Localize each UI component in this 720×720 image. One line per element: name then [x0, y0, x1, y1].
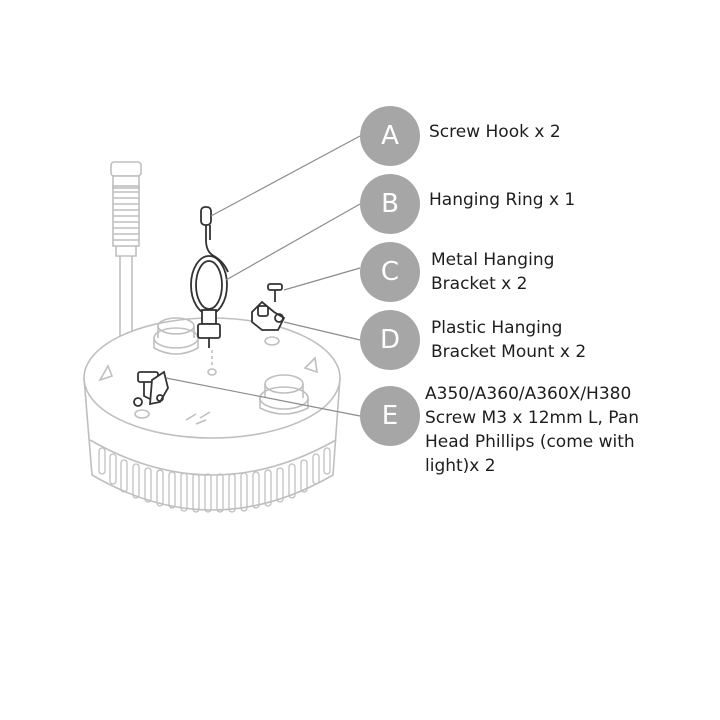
- label-d-line-2: Bracket Mount x 2: [431, 342, 587, 362]
- label-e-line-2: Screw M3 x 12mm L, Pan: [425, 408, 639, 428]
- vent-slots: [98, 447, 331, 513]
- callout-b-letter: B: [381, 189, 399, 219]
- callout-a: A: [360, 106, 420, 166]
- leader-line-c: [283, 267, 361, 291]
- label-b: Hanging Ring x 1: [429, 188, 575, 212]
- label-d-line-1: Plastic Hanging: [431, 318, 563, 338]
- leader-line-e: [165, 377, 361, 417]
- callout-d: D: [360, 310, 420, 370]
- label-c: Metal Hanging Bracket x 2: [431, 248, 554, 296]
- leader-lines: [165, 135, 361, 417]
- label-d: Plastic Hanging Bracket Mount x 2: [431, 316, 586, 364]
- label-e-line-3: Head Phillips (come with: [425, 432, 635, 452]
- label-e-line-1: A350/A360/A360X/H380: [425, 384, 632, 404]
- light-housing: [83, 317, 341, 513]
- label-a: Screw Hook x 2: [429, 120, 561, 144]
- callout-a-letter: A: [381, 121, 399, 151]
- label-b-line-1: Hanging Ring x 1: [429, 190, 576, 210]
- label-e-line-4: light)x 2: [425, 456, 496, 476]
- callout-d-letter: D: [379, 325, 401, 355]
- callout-e: E: [360, 386, 420, 446]
- callout-e-letter: E: [381, 401, 399, 431]
- metal-bracket-screw: [267, 283, 283, 302]
- label-c-line-1: Metal Hanging: [431, 250, 555, 270]
- callout-c-letter: C: [380, 257, 400, 287]
- label-c-line-2: Bracket x 2: [431, 274, 528, 294]
- plastic-bracket-mount-left: [133, 370, 169, 407]
- callout-c: C: [360, 242, 420, 302]
- label-a-line-1: Screw Hook x 2: [429, 122, 561, 142]
- leader-line-b: [225, 203, 361, 281]
- label-e: A350/A360/A360X/H380 Screw M3 x 12mm L, …: [425, 382, 639, 478]
- hanging-ring: [190, 255, 228, 315]
- top-knob-front: [259, 374, 309, 415]
- leader-line-d: [283, 321, 361, 341]
- top-knob-back: [153, 317, 199, 355]
- plastic-bracket-mount-right: [251, 300, 286, 331]
- hook-nut: [197, 309, 221, 348]
- leader-line-a: [210, 135, 361, 217]
- callout-b: B: [360, 174, 420, 234]
